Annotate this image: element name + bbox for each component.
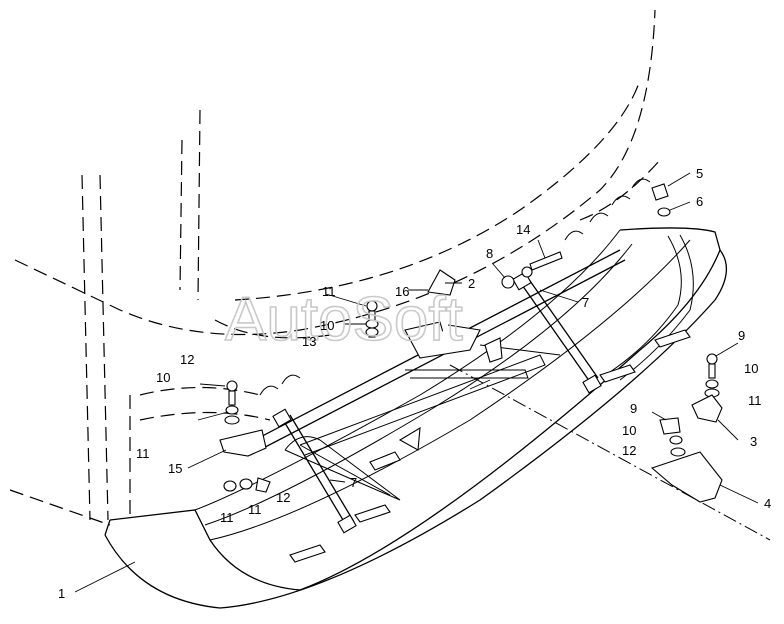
- callout-7-right: 7: [582, 295, 589, 310]
- callout-3: 3: [750, 434, 757, 449]
- callout-11-center: 11: [322, 284, 336, 299]
- leader-lines: [74, 172, 759, 593]
- support-rod-right: [512, 271, 602, 394]
- bracket-left: [219, 380, 271, 493]
- callout-11-right-lower: 12: [622, 443, 636, 458]
- callout-labels: 1 2 3 4 5 6 7 7 8 9 9 10 10 10 10 11 11 …: [58, 166, 771, 601]
- top-right-hardware: [501, 183, 671, 289]
- cab-phantom-outline: [9, 9, 661, 526]
- callout-4: 4: [764, 496, 771, 511]
- callout-10-right-upper: 10: [744, 361, 758, 376]
- callout-15: 16: [395, 284, 409, 299]
- callout-13: 14: [516, 222, 530, 237]
- callout-10-left: 10: [156, 370, 170, 385]
- callout-12-left: 12: [180, 352, 194, 367]
- grille-openings: [259, 178, 651, 396]
- callout-14: 15: [168, 461, 182, 476]
- support-rod-left: [272, 408, 357, 534]
- callout-11-left: 11: [136, 446, 150, 461]
- center-bracket: [365, 269, 503, 363]
- callout-1: 1: [58, 586, 65, 601]
- callout-10-center: 10: [320, 318, 334, 333]
- right-detached-parts: [650, 353, 723, 503]
- callout-5: 5: [696, 166, 703, 181]
- bumper-body: [104, 227, 771, 609]
- mounting-pads: [289, 329, 691, 563]
- callout-12-center: 13: [302, 334, 316, 349]
- callout-9-lower: 9: [630, 401, 637, 416]
- callout-12-bottom: 12: [276, 490, 290, 505]
- callout-10-right-lower: 10: [622, 423, 636, 438]
- callout-7-left: 7: [350, 475, 357, 490]
- callout-10-bottom: 11: [248, 502, 262, 517]
- callout-8: 8: [486, 246, 493, 261]
- callout-9-upper: 9: [738, 328, 745, 343]
- callout-11-bottom: 11: [220, 510, 234, 525]
- callout-11-right-upper: 11: [748, 393, 762, 408]
- callout-2: 2: [468, 276, 475, 291]
- callout-6: 6: [696, 194, 703, 209]
- watermark: AutoSoft: [225, 285, 463, 354]
